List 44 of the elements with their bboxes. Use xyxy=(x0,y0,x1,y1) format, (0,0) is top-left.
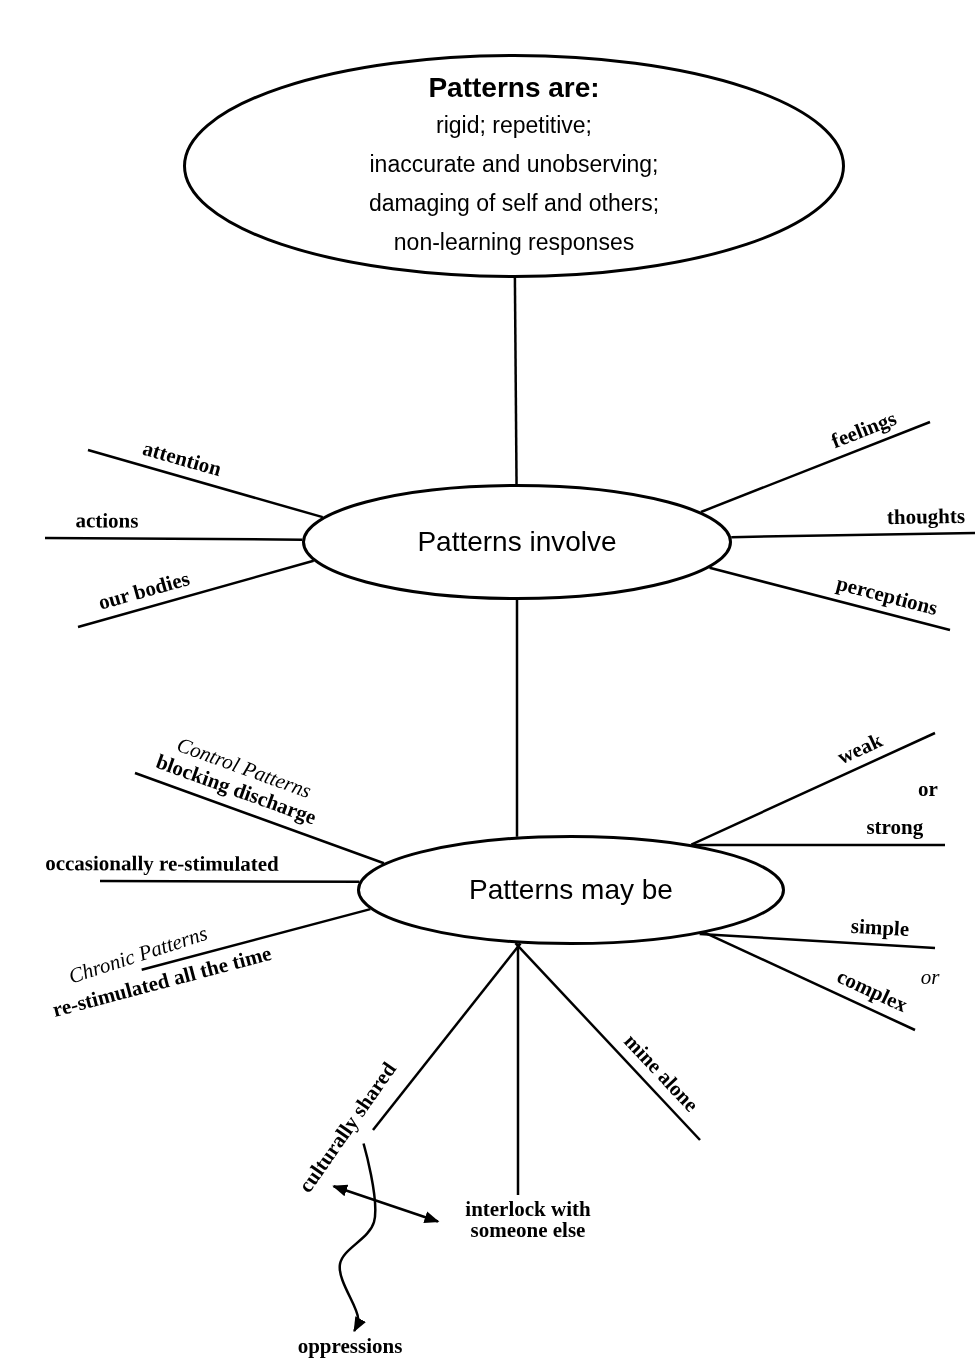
edge-label: occasionally re-stimulated xyxy=(45,852,280,877)
node-text: rigid; repetitive; xyxy=(436,111,592,140)
edge-label: thoughts xyxy=(886,504,966,530)
connector-line xyxy=(515,600,519,837)
edge-label: our bodies xyxy=(95,567,193,615)
connector-line xyxy=(700,420,931,514)
ellipse-node xyxy=(357,835,785,945)
edge-label: feelings xyxy=(828,406,900,453)
edge-label: actions xyxy=(75,509,139,534)
connector-line xyxy=(704,931,916,1032)
connector-line xyxy=(100,879,360,884)
concept-text: oppressions xyxy=(275,1331,425,1361)
node-heading: Patterns involve xyxy=(417,525,617,559)
node-text: damaging of self and others; xyxy=(368,189,660,219)
connector-line xyxy=(141,907,371,971)
double-arrow xyxy=(332,1184,440,1223)
edge-label: perceptions xyxy=(833,572,940,621)
annotation-text: or xyxy=(920,966,940,990)
ellipse-node xyxy=(183,54,845,278)
connector-line xyxy=(699,932,936,950)
node-heading: Patterns may be xyxy=(469,873,673,907)
annotation-text: or xyxy=(918,778,938,802)
node-text: inaccurate and unobserving; xyxy=(369,150,659,180)
connector-line xyxy=(77,559,314,629)
curved-arrow xyxy=(338,1143,377,1333)
ellipse-node xyxy=(302,484,732,600)
connector-line xyxy=(514,942,701,1141)
edge-label: attention xyxy=(140,437,224,482)
node-heading: Patterns are: xyxy=(428,70,600,105)
connector-line xyxy=(690,731,936,846)
connector-line xyxy=(694,843,945,847)
connector-line xyxy=(731,531,975,539)
connector-line xyxy=(45,536,303,541)
edge-label: strong xyxy=(866,816,924,840)
connector-line xyxy=(87,448,324,519)
edge-label: weak xyxy=(833,728,886,769)
edge-label: simple xyxy=(849,914,910,941)
concept-text: interlock with someone else xyxy=(438,1195,618,1245)
connector-line xyxy=(513,278,518,484)
connector-line xyxy=(709,566,951,632)
connector-line xyxy=(134,771,385,865)
connector-line xyxy=(516,943,520,1195)
node-text: non-learning responses xyxy=(393,228,635,258)
connector-line xyxy=(372,942,522,1131)
